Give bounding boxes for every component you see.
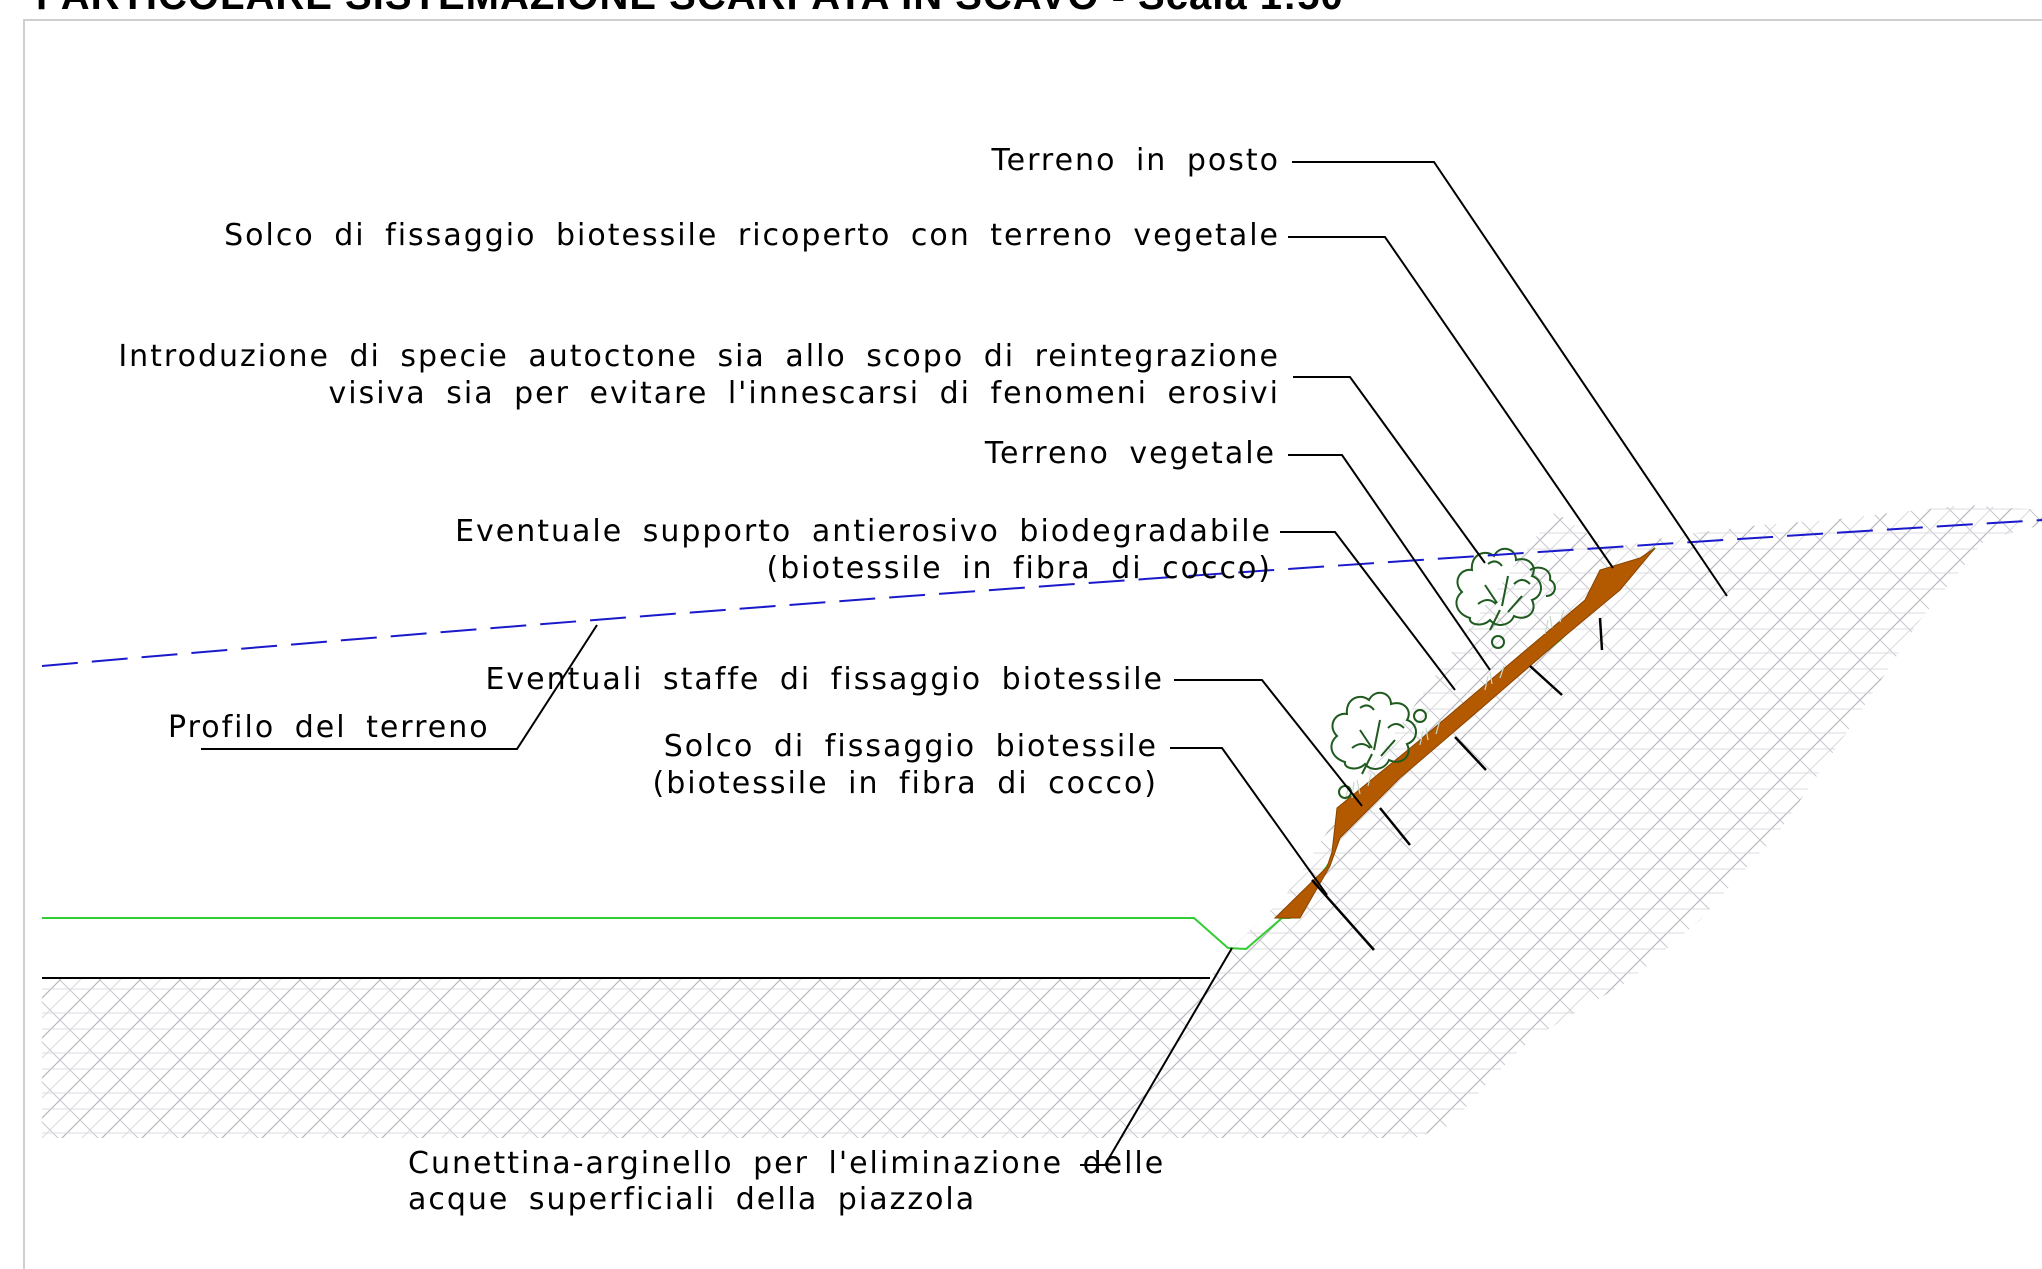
label-terreno-vegetale: Terreno vegetale <box>984 436 1276 471</box>
leader-solco <box>1170 747 1328 896</box>
anchor-stake <box>1598 617 1604 651</box>
leader-solco-ricoperto <box>1288 236 1614 569</box>
anchor-stake <box>1311 879 1375 951</box>
drawing-frame <box>23 19 2042 1269</box>
anchor-stakes <box>1311 617 1604 951</box>
label-solco-line2: (biotessile in fibra di cocco) <box>653 766 1158 801</box>
label-cunettina-line1: Cunettina-arginello per l'eliminazione d… <box>408 1146 1165 1181</box>
leader-supporto <box>1280 531 1456 691</box>
label-terreno-in-posto: Terreno in posto <box>990 143 1280 178</box>
natural-ground-area <box>42 505 2042 1138</box>
leader-specie-autoctone <box>1293 376 1486 564</box>
leader-lines <box>201 161 1728 1166</box>
label-specie-line2: visiva sia per evitare l'innescarsi di f… <box>329 376 1281 411</box>
piazzola-layer <box>42 918 1230 978</box>
grass-tufts <box>1344 609 1565 801</box>
label-staffe: Eventuali staffe di fissaggio biotessile <box>485 662 1164 697</box>
anchor-stake <box>1454 736 1487 771</box>
leader-terreno-in-posto <box>1292 161 1728 597</box>
anchor-stake <box>1529 665 1563 696</box>
leader-staffe <box>1174 679 1363 807</box>
label-profilo: Profilo del terreno <box>168 710 490 745</box>
drawing-title: PARTICOLARE SISTEMAZIONE SCARPATA IN SCA… <box>36 0 1344 19</box>
ground-profile-line <box>41 519 2042 667</box>
label-supporto-line2: (biotessile in fibra di cocco) <box>767 551 1272 586</box>
leader-profilo <box>201 624 598 750</box>
label-specie-line1: Introduzione di specie autoctone sia all… <box>118 339 1280 374</box>
label-cunettina-line2: acque superficiali della piazzola <box>408 1182 976 1217</box>
shrub-upper <box>1455 547 1556 649</box>
label-supporto-line1: Eventuale supporto antierosivo biodegrad… <box>455 514 1272 549</box>
leader-terreno-vegetale <box>1288 454 1491 671</box>
label-solco-line1: Solco di fissaggio biotessile <box>664 729 1158 764</box>
anchor-stake <box>1379 807 1411 846</box>
leader-cunettina <box>1080 947 1233 1166</box>
label-solco-ricoperto: Solco di fissaggio biotessile ricoperto … <box>224 218 1280 253</box>
